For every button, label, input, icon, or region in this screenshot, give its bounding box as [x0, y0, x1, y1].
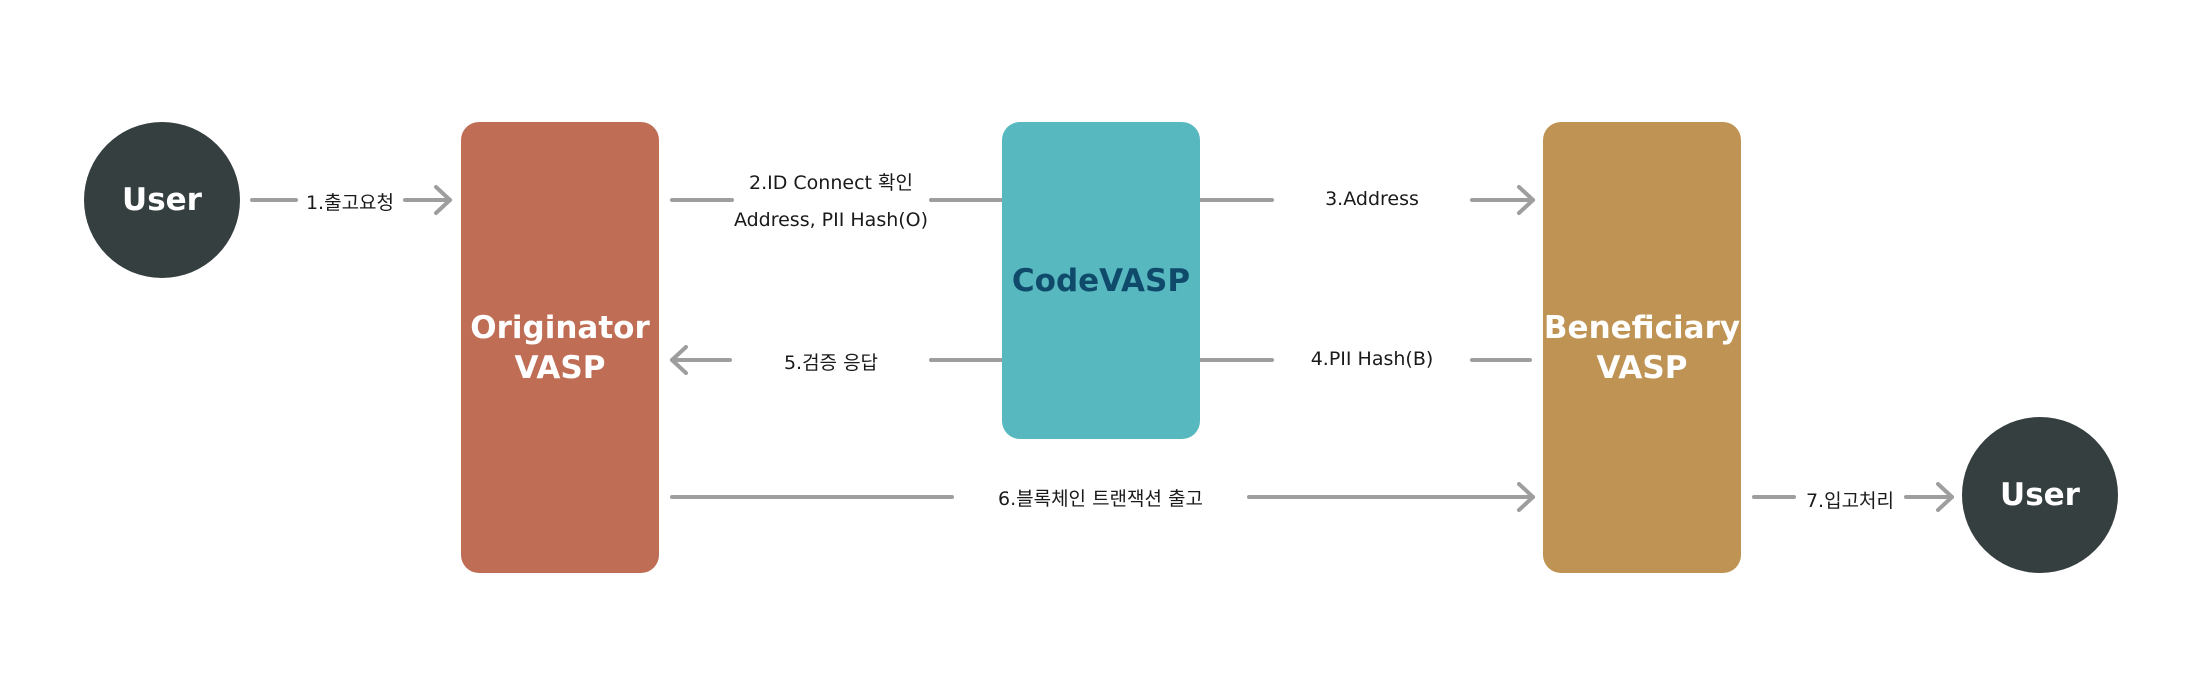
step7-label: 7.입고처리: [1805, 490, 1895, 512]
user-right-node: User: [1962, 417, 2118, 573]
originator-label-line1: Originator: [470, 309, 650, 346]
originator-label-line2: VASP: [514, 349, 606, 386]
step6-label: 6.블록체인 트랜잭션 출고: [997, 488, 1203, 510]
user-left-node: User: [84, 122, 240, 278]
user-left-label: User: [122, 182, 202, 218]
beneficiary-vasp-node: Beneficiary VASP: [1543, 122, 1741, 573]
step2-label-line1: 2.ID Connect 확인: [749, 172, 913, 194]
beneficiary-label-line1: Beneficiary: [1543, 309, 1741, 346]
step2-label-line2: Address, PII Hash(O): [733, 209, 929, 231]
arrowhead-step7: [1936, 482, 1954, 512]
step4-label: 4.PII Hash(B): [1310, 348, 1434, 370]
step5-label: 5.검증 응답: [783, 352, 879, 374]
step3-label: 3.Address: [1325, 188, 1419, 210]
arrowhead-step1: [434, 185, 452, 215]
arrowhead-step3: [1517, 185, 1535, 215]
codevasp-node: CodeVASP: [1002, 122, 1200, 439]
arrowhead-step6: [1517, 482, 1535, 512]
beneficiary-label-line2: VASP: [1596, 349, 1688, 386]
originator-vasp-node: Originator VASP: [461, 122, 659, 573]
user-right-label: User: [2000, 477, 2080, 513]
codevasp-label: CodeVASP: [1011, 262, 1191, 299]
arrowhead-step5: [670, 345, 688, 375]
step1-label: 1.출고요청: [305, 192, 395, 214]
